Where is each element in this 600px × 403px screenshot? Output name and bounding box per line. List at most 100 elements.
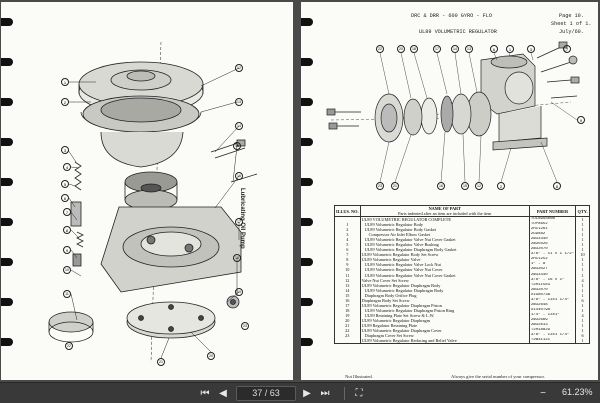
callout-19: 19 bbox=[235, 288, 243, 296]
binder-hole bbox=[1, 18, 13, 26]
parts-cell-qty: 1 bbox=[575, 307, 590, 313]
parts-cell-part: 2W33027 bbox=[528, 267, 577, 273]
callout-bottom: 23 bbox=[376, 182, 384, 190]
callout-22: 22 bbox=[65, 342, 73, 350]
parts-cell-qty: 1 bbox=[575, 338, 590, 345]
parts-cell-qty: 4 bbox=[575, 312, 590, 318]
footer-not-illustrated: Not Illustrated. bbox=[345, 374, 373, 379]
parts-cell-part: 2H11252 bbox=[528, 257, 577, 263]
callout-bottom: 8 bbox=[553, 182, 561, 190]
parts-cell-qty: 1 bbox=[575, 262, 590, 268]
callout-top: 20 bbox=[397, 45, 405, 53]
parts-cell-part: 1" - 8 bbox=[528, 262, 577, 268]
parts-cell-qty: 1 bbox=[575, 237, 590, 243]
callout-12: 12 bbox=[235, 64, 243, 72]
parts-cell-qty: 1 bbox=[575, 328, 590, 334]
callout-top: 17 bbox=[433, 45, 441, 53]
zoom-level[interactable]: 61.23% bbox=[562, 387, 593, 397]
parts-cell-part: 3/8" - 16 x 1" bbox=[528, 277, 577, 283]
parts-cell-part: X1440T9A bbox=[528, 307, 577, 313]
header-sheet: Sheet 1 of 1. bbox=[551, 21, 592, 27]
callout-9: 9 bbox=[63, 246, 71, 254]
parts-cell-part: 2G9882 bbox=[528, 232, 577, 238]
zoom-out-button[interactable]: − bbox=[536, 386, 550, 400]
parts-table-header: ILLUS. NO. NAME OF PART Parts indented a… bbox=[334, 205, 590, 217]
callout-bottom: 12 bbox=[475, 182, 483, 190]
chevron-right-icon: ▶ bbox=[303, 387, 311, 399]
callout-bottom: 16 bbox=[437, 182, 445, 190]
fullscreen-button[interactable]: ⛶ bbox=[352, 386, 366, 400]
parts-cell-part: 2W32070 bbox=[528, 287, 577, 293]
header-line: DRC & DRR - 600 GYRO - FLO bbox=[411, 13, 492, 19]
parts-cell-part: T2H18829 bbox=[528, 328, 577, 334]
next-page-button[interactable]: ▶ bbox=[300, 386, 314, 400]
callout-3: 3 bbox=[61, 146, 69, 154]
binder-hole bbox=[1, 58, 13, 66]
previous-page-button[interactable]: ◀ bbox=[216, 386, 230, 400]
first-page-button[interactable]: ⏮ bbox=[198, 386, 212, 400]
parts-cell-qty: 6 bbox=[575, 333, 590, 339]
parts-cell-part: 2W33340 bbox=[528, 272, 577, 278]
first-page-icon: ⏮ bbox=[200, 387, 210, 399]
parts-cell-qty: 1 bbox=[575, 322, 590, 329]
toolbar-divider bbox=[344, 387, 345, 400]
parts-cell-qty: 1 bbox=[575, 272, 590, 278]
callout-4: 4 bbox=[63, 163, 71, 171]
callout-5: 5 bbox=[61, 180, 69, 188]
parts-cell-part: X1G8073B bbox=[528, 292, 577, 298]
parts-cell-part: 2W32070 bbox=[528, 247, 577, 253]
parts-cell-qty: 1 bbox=[575, 257, 590, 263]
binder-hole bbox=[1, 98, 13, 106]
parts-cell-qty: 1 bbox=[575, 227, 590, 233]
callout-2: 2 bbox=[61, 98, 69, 106]
parts-cell-part: 3/8" - 13x1 1/4" bbox=[528, 297, 577, 303]
col-name-title: NAME OF PART bbox=[428, 206, 461, 212]
parts-cell-part: 3/8" - 11 x 1 1/2" bbox=[528, 252, 577, 258]
callout-15: 15 bbox=[233, 142, 241, 150]
fullscreen-icon: ⛶ bbox=[355, 387, 363, 399]
parts-cell-part: 2W32648 bbox=[528, 302, 577, 308]
parts-cell-part: 1/4" - 13x1" bbox=[528, 312, 577, 318]
callout-side: 9 bbox=[577, 116, 585, 124]
binder-hole bbox=[301, 218, 313, 226]
parts-cell-qty: 1 bbox=[575, 292, 590, 298]
callout-top: 13 bbox=[465, 45, 473, 53]
viewer-toolbar: ⏮ ◀ 37 / 63 ▶ ⏭ ⛶ − 61.23% bbox=[0, 382, 600, 403]
last-page-button[interactable]: ⏭ bbox=[318, 386, 332, 400]
col-name-sub: Parts indented after an item are include… bbox=[398, 211, 492, 216]
binder-hole bbox=[301, 58, 313, 66]
binder-hole bbox=[1, 338, 13, 346]
parts-cell-part: 2H11261 bbox=[528, 227, 577, 233]
parts-cell-qty: 1 bbox=[575, 282, 590, 288]
binder-hole bbox=[1, 298, 13, 306]
col-part: PART NUMBER bbox=[528, 205, 577, 217]
parts-cell-qty: 1 bbox=[575, 242, 590, 248]
callout-bottom: 21 bbox=[391, 182, 399, 190]
parts-cell-qty: 1 bbox=[575, 287, 590, 293]
callout-top: 22 bbox=[376, 45, 384, 53]
callout-8: 8 bbox=[63, 226, 71, 234]
page-indicator[interactable]: 37 / 63 bbox=[236, 386, 296, 401]
callout-top: 14 bbox=[451, 45, 459, 53]
last-page-icon: ⏭ bbox=[320, 387, 330, 399]
callout-20: 20 bbox=[207, 352, 215, 360]
col-qty: QTY. bbox=[575, 205, 590, 217]
